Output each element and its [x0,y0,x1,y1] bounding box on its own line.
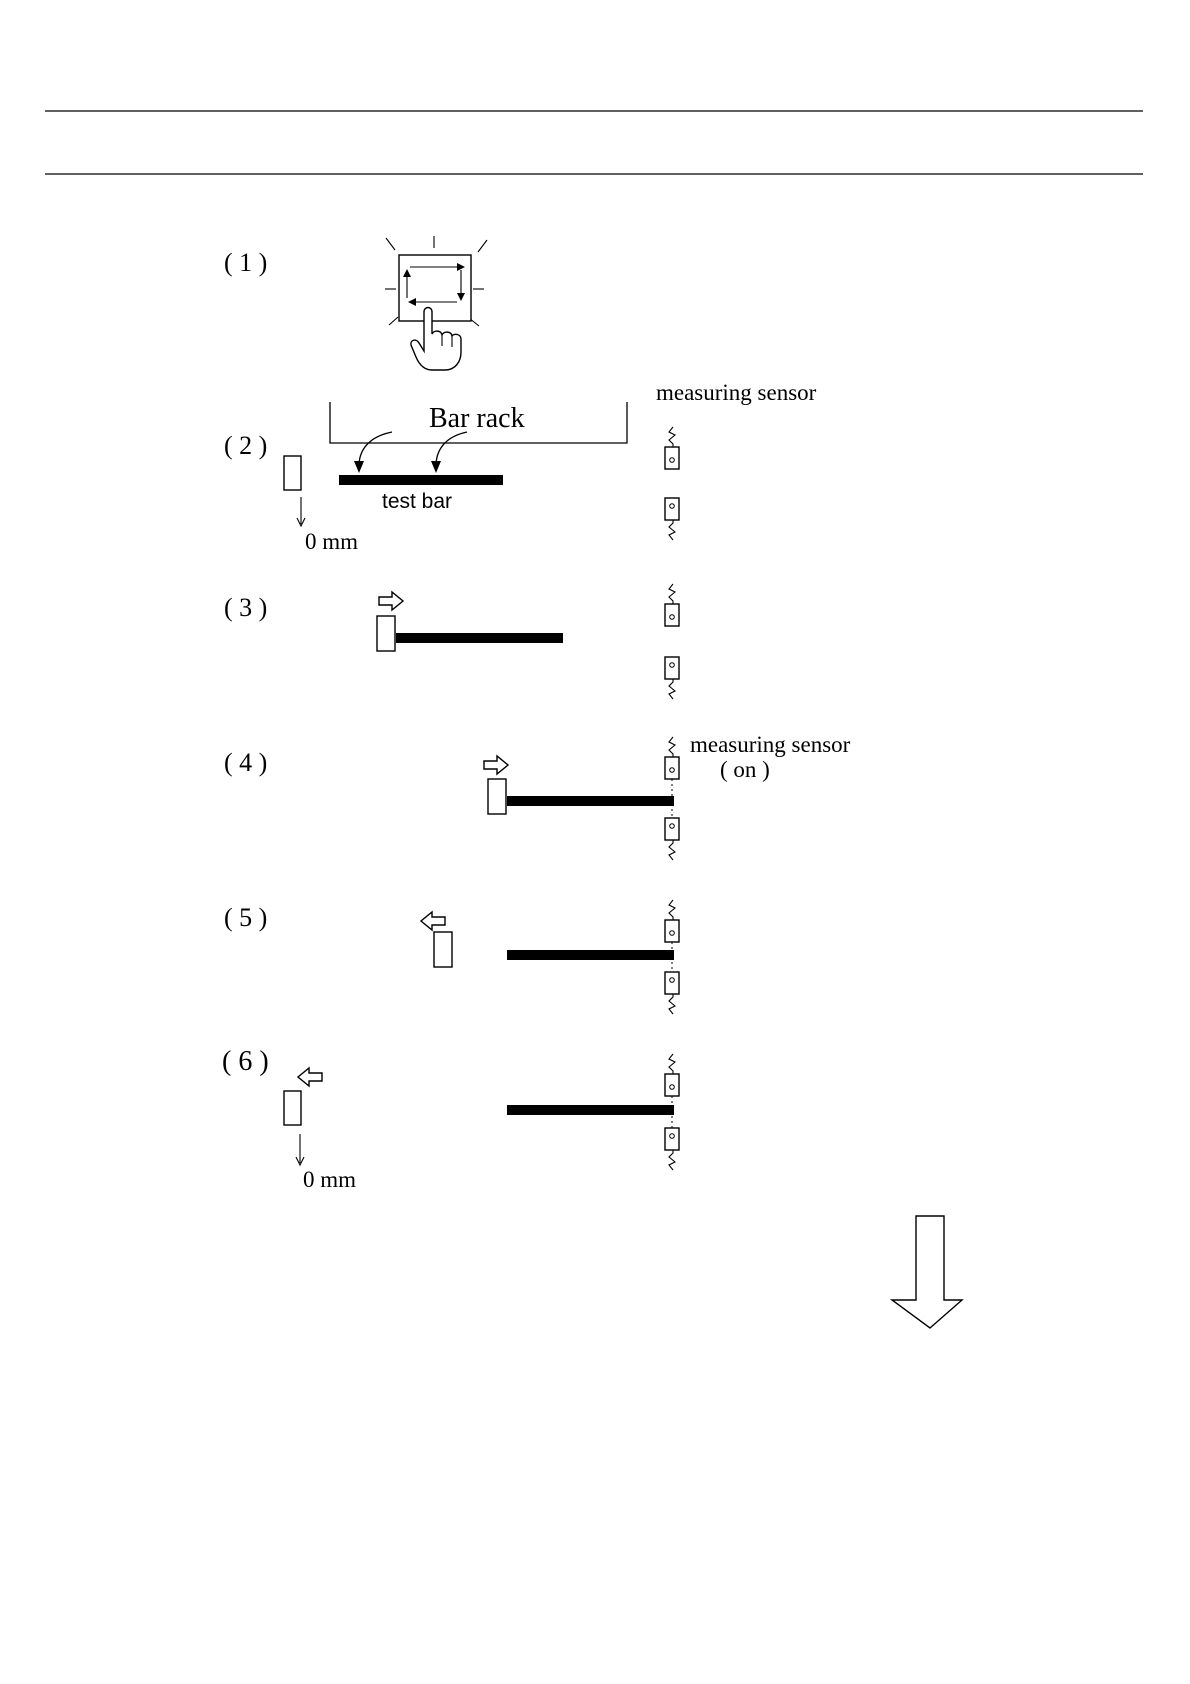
measuring-sensor-label: measuring sensor [656,380,817,405]
large-down-arrow-icon [892,1216,962,1328]
measuring-sensor-on-label: measuring sensor [690,732,851,757]
step-6-label: ( 6 ) [222,1046,269,1077]
pusher-block-icon [488,779,506,814]
test-bar-label: test bar [382,490,452,513]
measuring-sensor-icon-upper [665,427,679,469]
measuring-sensor-icon-lower [665,972,679,1014]
test-bar [339,475,503,485]
touch-start-button-icon [385,236,487,370]
drop-arrows [354,432,467,473]
pusher-block-icon [284,456,301,490]
hollow-arrow-left-icon [298,1068,322,1086]
hollow-arrow-left-icon [421,912,445,930]
measuring-sensor-icon-lower [665,1128,679,1170]
measuring-sensor-icon-upper [665,584,679,626]
down-arrow-icon [297,497,305,526]
pusher-block-icon [377,616,395,651]
bar-rack-label: Bar rack [429,403,525,434]
zero-mm-label-step2: 0 mm [305,529,358,554]
measuring-sensor-icon-upper [665,1054,679,1096]
measuring-sensor-icon-upper [665,900,679,942]
step-1-label: ( 1 ) [224,248,267,277]
step-5-label: ( 5 ) [224,903,267,932]
measuring-sensor-icon-upper [665,737,679,779]
zero-mm-label-step6: 0 mm [303,1167,356,1192]
measuring-sensor-icon-lower [665,657,679,699]
sensor-on-state: ( on ) [720,757,770,782]
measuring-sensor-icon-lower [665,498,679,540]
pusher-block-icon [284,1091,301,1125]
test-bar [507,1105,674,1115]
pusher-block-icon [434,932,452,967]
test-bar [396,633,563,643]
down-arrow-icon [296,1134,304,1165]
hollow-arrow-right-icon [484,756,508,774]
test-bar [507,950,674,960]
measuring-sensor-icon-lower [665,818,679,860]
test-bar [507,796,674,806]
step-2-label: ( 2 ) [224,431,267,460]
hollow-arrow-right-icon [379,592,403,610]
step-4-label: ( 4 ) [224,748,267,777]
step-3-label: ( 3 ) [224,593,267,622]
